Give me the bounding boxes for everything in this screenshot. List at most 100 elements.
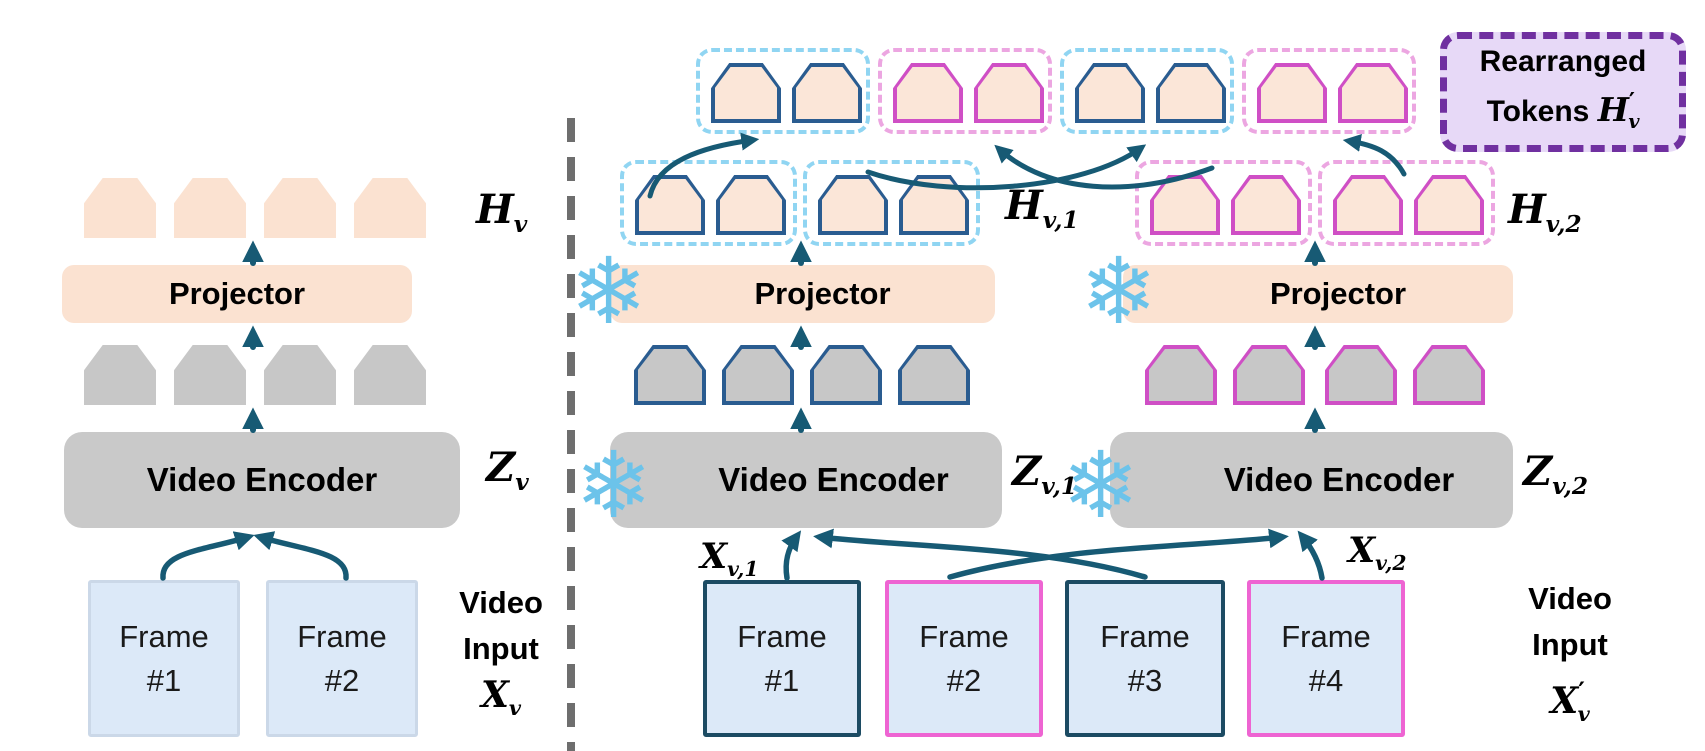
token-encoded-b1: [634, 345, 706, 405]
token-hv2: [1414, 175, 1484, 235]
rearranged-group-2: [878, 48, 1052, 134]
token-rearranged: [1156, 63, 1226, 123]
frame-label: Frame: [297, 618, 387, 654]
token-encoded-b2: [1325, 345, 1397, 405]
rearranged-group-4: [1242, 48, 1416, 134]
hv2-group-a: [1135, 160, 1312, 246]
video-encoder-label: Video Encoder: [146, 461, 378, 498]
frame-number: #1: [146, 662, 182, 698]
token-projected: [354, 178, 426, 238]
panel-divider: [567, 118, 575, 751]
token-projected: [174, 178, 246, 238]
token-encoded-b2: [1233, 345, 1305, 405]
token-rearranged: [1338, 63, 1408, 123]
token-encoded-b1: [722, 345, 794, 405]
frame-label: Frame: [119, 618, 209, 654]
token-hv2: [1150, 175, 1220, 235]
frame-label: Frame: [919, 618, 1009, 654]
frame-number: #2: [324, 662, 360, 698]
video-input-math: X′v: [1550, 676, 1590, 727]
token-rearranged: [893, 63, 963, 123]
video-encoder-label: Video Encoder: [1223, 461, 1455, 498]
video-input-line1: Video: [459, 585, 543, 620]
frame-4-right: Frame #4: [1247, 580, 1405, 737]
token-hv2: [1333, 175, 1403, 235]
rearranged-group-3: [1060, 48, 1234, 134]
frame-number: #2: [946, 662, 982, 698]
token-rearranged: [792, 63, 862, 123]
video-input-label-right: Video Input X′v: [1505, 576, 1635, 737]
hv2-group-b: [1318, 160, 1495, 246]
rearranged-line2: Tokens H′v: [1486, 87, 1640, 134]
video-encoder-box-branch1: Video Encoder: [610, 432, 1002, 528]
label-zv2: Zv,2: [1523, 448, 1588, 500]
video-input-line1: Video: [1528, 581, 1612, 616]
video-input-label-left: Video Input Xv: [437, 580, 565, 731]
token-rearranged: [1257, 63, 1327, 123]
video-input-math: Xv: [480, 674, 522, 721]
label-hv: Hv: [476, 186, 528, 238]
token-hv1: [818, 175, 888, 235]
token-encoded-b2: [1413, 345, 1485, 405]
token-encoded: [354, 345, 426, 405]
frame-number: #1: [764, 662, 800, 698]
label-hv1: Hv,1: [1005, 182, 1079, 234]
arrow-frame3-to-encoder1: [813, 528, 1148, 580]
arrow-left-frame1-to-encoder: [160, 531, 255, 581]
label-hv2: Hv,2: [1508, 186, 1582, 238]
projector-box-branch1: Projector: [610, 265, 995, 323]
video-encoder-box-branch2: Video Encoder: [1110, 432, 1513, 528]
token-rearranged: [974, 63, 1044, 123]
token-hv2: [1231, 175, 1301, 235]
projector-label: Projector: [754, 276, 891, 311]
projector-box-left: Projector: [62, 265, 412, 323]
token-hv1: [899, 175, 969, 235]
arrow-frame1-to-encoder1: [781, 530, 802, 581]
frame-number: #3: [1127, 662, 1163, 698]
video-encoder-box-left: Video Encoder: [64, 432, 460, 528]
arrow-left-frame2-to-encoder: [253, 531, 349, 581]
label-xv2: Xv,2: [1348, 530, 1407, 575]
snowflake-icon: ❄: [1062, 432, 1140, 539]
label-xv1: Xv,1: [700, 536, 759, 581]
rearranged-tokens-callout: Rearranged Tokens H′v: [1440, 32, 1686, 152]
token-hv1: [635, 175, 705, 235]
token-projected: [84, 178, 156, 238]
video-input-line2: Input: [463, 631, 539, 666]
snowflake-icon: ❄: [1080, 238, 1158, 345]
rearranged-group-1: [696, 48, 870, 134]
token-rearranged: [1075, 63, 1145, 123]
token-rearranged: [711, 63, 781, 123]
projector-box-branch2: Projector: [1123, 265, 1513, 323]
frame-2-right: Frame #2: [885, 580, 1043, 737]
snowflake-icon: ❄: [575, 432, 653, 539]
hv1-group-b: [803, 160, 980, 246]
hv1-group-a: [620, 160, 797, 246]
frame-label: Frame: [1100, 618, 1190, 654]
label-zv1: Zv,1: [1012, 448, 1077, 500]
token-projected: [264, 178, 336, 238]
video-encoder-label: Video Encoder: [718, 461, 949, 498]
token-encoded-b1: [810, 345, 882, 405]
token-encoded: [84, 345, 156, 405]
projector-label: Projector: [1269, 276, 1407, 311]
frame-label: Frame: [737, 618, 827, 654]
rearranged-line1: Rearranged: [1479, 44, 1647, 78]
arrow-frame4-to-encoder2: [1297, 530, 1325, 581]
token-encoded: [264, 345, 336, 405]
arrow-frame2-to-encoder2: [947, 528, 1289, 580]
snowflake-icon: ❄: [570, 238, 648, 345]
frame-3-right: Frame #3: [1065, 580, 1225, 737]
token-encoded: [174, 345, 246, 405]
frame-2-left: Frame #2: [266, 580, 418, 737]
frame-1-left: Frame #1: [88, 580, 240, 737]
projector-label: Projector: [168, 276, 306, 311]
label-zv: Zv: [486, 444, 529, 496]
token-hv1: [716, 175, 786, 235]
video-input-line2: Input: [1532, 627, 1608, 662]
frame-1-right: Frame #1: [703, 580, 861, 737]
frame-number: #4: [1308, 662, 1344, 698]
token-encoded-b2: [1145, 345, 1217, 405]
frame-label: Frame: [1281, 618, 1371, 654]
